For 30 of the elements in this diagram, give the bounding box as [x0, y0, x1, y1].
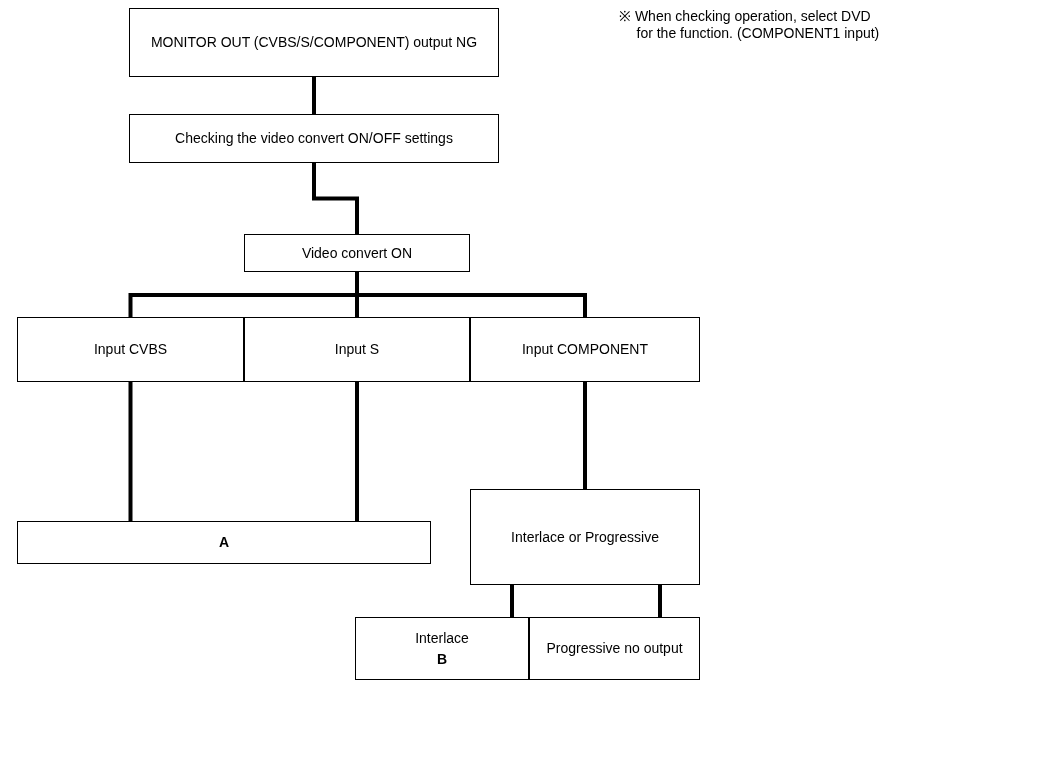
connector-line: [355, 382, 359, 521]
connector-line: [583, 382, 587, 489]
connector-line: [355, 272, 587, 317]
note-text: ※ When checking operation, select DVD for the function. (COMPONENT1 input): [619, 8, 881, 42]
box-text: Interlace or Progressive: [511, 527, 659, 547]
process-box: [470, 317, 700, 382]
connector-line: [128, 382, 133, 521]
connector-line: [658, 585, 662, 617]
box-text: Checking the video convert ON/OFF settings: [175, 129, 453, 148]
process-box: [244, 234, 470, 272]
box-text: Input CVBS: [93, 340, 168, 359]
box-text: A: [218, 533, 230, 552]
process-box: [129, 114, 499, 163]
process-box: [470, 489, 700, 585]
box-text: Input S: [334, 340, 380, 359]
box-text: Video convert ON: [301, 243, 413, 263]
box-text: Interlace: [415, 628, 469, 648]
box-text: B: [436, 649, 448, 669]
process-box: [129, 8, 499, 77]
box-text: Input COMPONENT: [522, 340, 648, 359]
process-box: [355, 617, 529, 680]
connector-line: [312, 77, 316, 114]
box-text: MONITOR OUT (CVBS/S/COMPONENT) output NG: [150, 33, 478, 52]
connector-line: [510, 585, 514, 617]
connector-line: [312, 163, 359, 234]
process-box: [529, 617, 700, 680]
box-text: Progressive no output: [546, 639, 683, 658]
process-box: [17, 521, 431, 564]
process-box: [17, 317, 244, 382]
process-box: [244, 317, 470, 382]
